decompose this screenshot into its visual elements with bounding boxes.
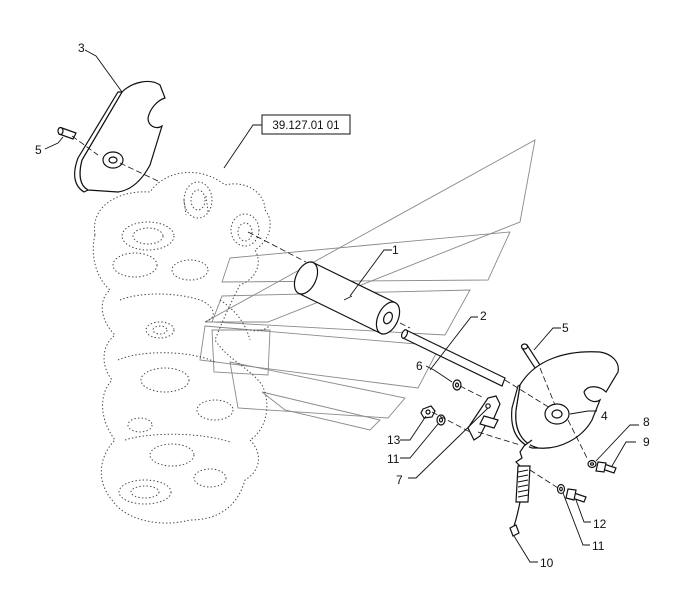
part-12-screw bbox=[565, 488, 587, 503]
part-10-clip bbox=[509, 524, 520, 537]
callout-8: 8 bbox=[643, 415, 650, 429]
housing-outline bbox=[92, 171, 271, 524]
callout-10: 10 bbox=[540, 556, 554, 570]
part-8-washer bbox=[587, 459, 597, 469]
part-4-cover bbox=[511, 351, 619, 449]
reference-box[interactable]: 39.127.01 01 bbox=[261, 114, 351, 135]
part-13-nut bbox=[420, 405, 436, 419]
callout-5-right: 5 bbox=[562, 321, 569, 335]
part-6-washer bbox=[452, 379, 462, 391]
watermark-logo bbox=[199, 139, 536, 431]
callout-9: 9 bbox=[643, 435, 650, 449]
part-3-cover-plate bbox=[74, 80, 166, 193]
part-7-bracket bbox=[467, 395, 501, 441]
callout-13: 13 bbox=[387, 433, 401, 447]
part-5-pin-right bbox=[520, 343, 541, 369]
part-5-pin-left bbox=[57, 126, 77, 140]
callout-11-right: 11 bbox=[592, 539, 605, 553]
callout-1: 1 bbox=[392, 243, 399, 257]
part-1-roller bbox=[293, 261, 401, 335]
part-9-bolt bbox=[595, 461, 617, 474]
callout-3: 3 bbox=[78, 41, 85, 55]
leader-lines bbox=[44, 49, 639, 563]
callout-7: 7 bbox=[396, 473, 403, 487]
assembly-lines bbox=[71, 135, 589, 489]
callout-4: 4 bbox=[601, 409, 608, 423]
part-11-washer-right bbox=[556, 483, 566, 495]
callout-11-left: 11 bbox=[387, 452, 400, 466]
spring-lever bbox=[513, 439, 533, 527]
reference-number: 39.127.01 01 bbox=[272, 120, 339, 132]
callout-12: 12 bbox=[593, 517, 607, 531]
callout-2: 2 bbox=[480, 309, 487, 323]
callout-5-left: 5 bbox=[35, 143, 42, 157]
callouts: 3 5 1 2 6 5 4 8 9 13 11 7 12 11 10 bbox=[35, 41, 650, 570]
callout-6: 6 bbox=[416, 359, 423, 373]
part-2-shaft bbox=[400, 329, 506, 387]
